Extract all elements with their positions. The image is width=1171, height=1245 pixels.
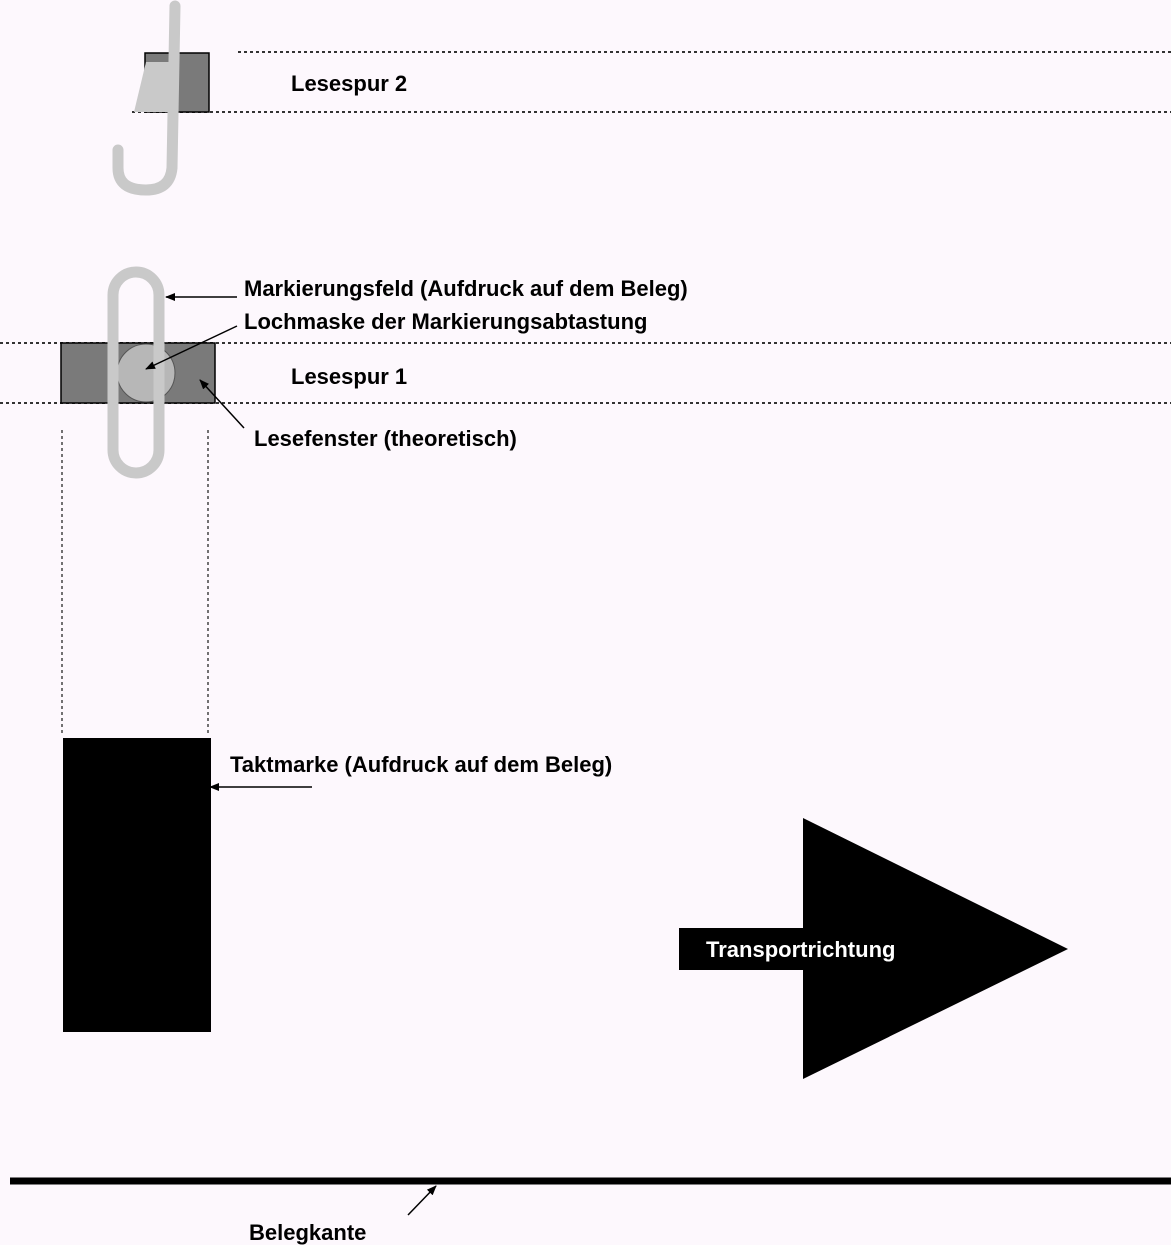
marking-field-label: Markierungsfeld (Aufdruck auf dem Beleg) bbox=[244, 276, 688, 301]
document-edge-label: Belegkante bbox=[249, 1220, 366, 1245]
hole-mask-pointer bbox=[145, 325, 238, 370]
projection-lines bbox=[61, 430, 209, 736]
marking-field-track-2 bbox=[112, 0, 181, 196]
read-window-pointer bbox=[199, 379, 245, 429]
document-edge-pointer bbox=[407, 1185, 437, 1216]
track-1-label: Lesespur 1 bbox=[291, 364, 407, 389]
hole-mask bbox=[116, 343, 176, 403]
marking-field-track-1 bbox=[107, 266, 165, 479]
transport-direction-arrow-icon bbox=[679, 818, 1068, 1079]
clock-mark bbox=[63, 738, 211, 1032]
transport-direction-label: Transportrichtung bbox=[706, 937, 895, 962]
clock-mark-label: Taktmarke (Aufdruck auf dem Beleg) bbox=[230, 752, 612, 777]
track-2-label: Lesespur 2 bbox=[291, 71, 407, 96]
reading-track-2 bbox=[132, 51, 1171, 113]
hole-mask-label: Lochmaske der Markierungsabtastung bbox=[244, 309, 647, 334]
read-window-label: Lesefenster (theoretisch) bbox=[254, 426, 517, 451]
